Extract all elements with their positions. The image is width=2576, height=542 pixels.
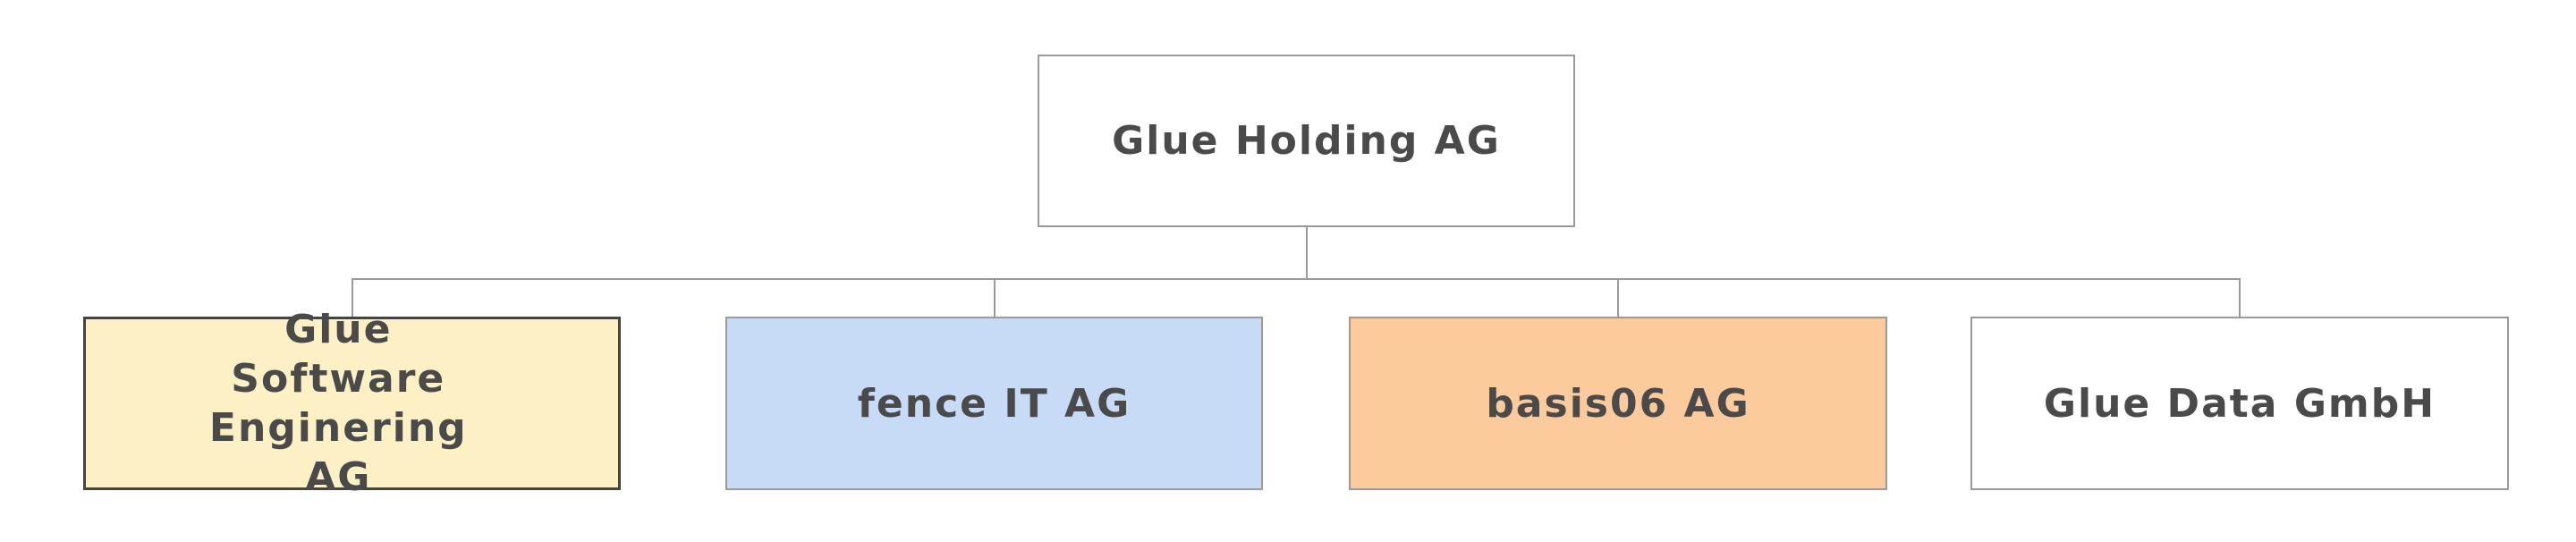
node-label: fence IT AG [857, 380, 1131, 427]
node-label: Glue Data GmbH [2043, 380, 2436, 427]
node-glue-data-gmbh: Glue Data GmbH [1970, 317, 2509, 490]
node-label-line-1: Glue Software [231, 307, 446, 402]
node-fence-it-ag: fence IT AG [725, 317, 1263, 490]
node-label: Glue Holding AG [1112, 118, 1501, 164]
node-glue-software-enginering-ag: Glue Software Enginering AG [83, 307, 621, 500]
child-4-stem-line [2239, 278, 2241, 318]
child-3-stem-line [1617, 278, 1619, 318]
child-2-stem-line [994, 278, 996, 318]
node-basis06-ag: basis06 AG [1349, 317, 1887, 490]
node-label: basis06 AG [1486, 380, 1750, 427]
node-glue-holding-ag: Glue Holding AG [1038, 55, 1575, 227]
root-stem-line [1306, 227, 1308, 279]
horizontal-bus-line [352, 278, 2241, 280]
node-label-line-2: Enginering AG [208, 405, 468, 500]
node-label: Glue Software Enginering AG [182, 305, 521, 502]
child-1-stem-line [352, 278, 353, 318]
